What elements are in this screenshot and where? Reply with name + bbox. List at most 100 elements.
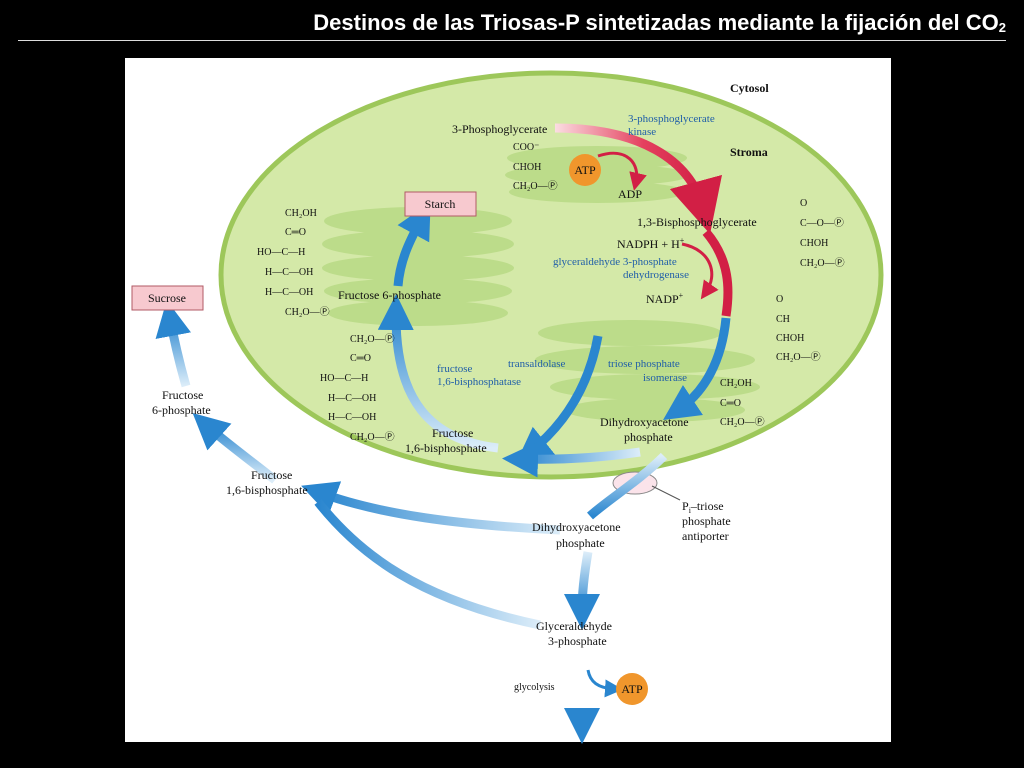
sucrose-label: Sucrose [148, 291, 186, 305]
g3p-cyto-line1: Glyceraldehyde [536, 619, 612, 633]
g3p-s2: CHOH [776, 333, 804, 344]
pga-label: 3-Phosphoglycerate [452, 122, 547, 136]
adp-label: ADP [618, 187, 642, 201]
tpi-line2: isomerase [643, 372, 687, 384]
f6p-s1: C═O [285, 227, 306, 238]
structure-dhap: CH₂OH C═O CH₂O—Ⓟ [720, 378, 765, 428]
f6p-cyto-line2: 6-phosphate [152, 403, 211, 417]
dhap-s2: CH₂O—Ⓟ [720, 416, 765, 428]
antiporter-triose: –triose [690, 499, 724, 513]
f6p-s3: H—C—OH [265, 267, 313, 278]
pga-s0: COO⁻ [513, 142, 539, 153]
g3p-s3: CH₂O—Ⓟ [776, 351, 821, 363]
nadph-superscript: + [680, 236, 685, 245]
fbpase-line1: fructose [437, 363, 473, 375]
arrow-f6p-to-starch [393, 202, 431, 287]
fbp-cyto-line1: Fructose [251, 468, 292, 482]
structure-f6p: CH₂OH C═O HO—C—H H—C—OH H—C—OH CH₂O—Ⓟ [257, 208, 330, 318]
arrow-triose-to-fbp [515, 335, 603, 464]
g3p-cyto-line2: 3-phosphate [548, 634, 607, 648]
antiporter-p: P [682, 499, 689, 513]
fbp-s1: C═O [350, 353, 371, 364]
arrow-g3p-to-dhap [663, 317, 731, 420]
pga-s2: CH₂O—Ⓟ [513, 180, 558, 192]
gapdh-line1: glyceraldehyde 3-phosphate [553, 256, 677, 268]
sucrose-box [131, 285, 204, 311]
arrow-atp-glycolysis [586, 669, 623, 698]
atp-glycolysis-label: ATP [621, 682, 643, 696]
atp-label: ATP [574, 163, 596, 177]
fbp-s0: CH₂O—Ⓟ [350, 333, 395, 345]
glycolysis-label: glycolysis [514, 682, 555, 693]
arrow-g3p-to-fbp-cyto [314, 499, 541, 630]
dhap-cyto-line1: Dihydroxyacetone [532, 520, 621, 534]
dhap-stroma-line2: phosphate [624, 430, 673, 444]
fbp-stroma-line2: 1,6-bisphosphate [405, 441, 487, 455]
nadph-label: NADPH + H+ [617, 236, 685, 251]
arrow-f6p-to-sucrose [155, 300, 191, 388]
arrow-nadph-to-nadp [681, 242, 719, 300]
structure-pga: COO⁻ CHOH CH₂O—Ⓟ [513, 142, 558, 192]
fbp-stroma-line1: Fructose [432, 426, 473, 440]
arrow-fbp-to-f6p-cyto [192, 412, 278, 484]
atp-circle [569, 154, 601, 186]
fbp-s5: CH₂O—Ⓟ [350, 431, 395, 443]
gapdh-line2: dehydrogenase [623, 269, 689, 281]
dhap-s1: C═O [720, 398, 741, 409]
dhap-s0: CH₂OH [720, 378, 752, 389]
structure-g3p: O CH CHOH CH₂O—Ⓟ [776, 294, 821, 363]
starch-box [404, 191, 477, 217]
arrow-pga-to-bpg [554, 123, 722, 235]
tpi-line1: triose phosphate [608, 358, 680, 370]
f6p-cyto-line1: Fructose [162, 388, 203, 402]
bpg-label: 1,3-Bisphosphoglycerate [637, 215, 757, 229]
fbp-s4: H—C—OH [328, 412, 376, 423]
arrow-atp-to-adp [597, 151, 647, 191]
slide-title-text: Destinos de las Triosas-P sintetizadas m… [313, 10, 999, 35]
bpg-s3: CH₂O—Ⓟ [800, 257, 845, 269]
cytosol-label: Cytosol [730, 81, 769, 95]
nadp-label: NADP+ [646, 291, 684, 306]
chloroplast-stroma [218, 70, 884, 480]
antiporter-line2: phosphate [682, 514, 731, 528]
arrow-bpg-to-g3p [702, 229, 733, 317]
structure-fbp: CH₂O—Ⓟ C═O HO—C—H H—C—OH H—C—OH CH₂O—Ⓟ [320, 333, 395, 443]
pgk-line1: 3-phosphoglycerate [628, 113, 715, 125]
fbpase-line2: 1,6-bisphosphatase [437, 376, 521, 388]
f6p-s2: HO—C—H [257, 247, 305, 258]
g3p-s0: O [776, 294, 783, 305]
slide-title-subscript: 2 [998, 20, 1006, 35]
nadp-superscript: + [679, 291, 684, 300]
arrow-dhap-to-g3p-cyto [564, 551, 601, 630]
fbp-cyto-line2: 1,6-bisphosphate [226, 483, 308, 497]
dhap-cyto-line2: phosphate [556, 536, 605, 550]
slide-title: Destinos de las Triosas-P sintetizadas m… [313, 10, 1006, 36]
nadph-text: NADPH + H [617, 237, 680, 251]
f6p-stroma-label: Fructose 6-phosphate [338, 288, 441, 302]
bpg-s2: CHOH [800, 238, 828, 249]
arrow-triose-to-fbp-cyto [301, 481, 561, 535]
f6p-s5: CH₂O—Ⓟ [285, 306, 330, 318]
atp-glycolysis-circle [616, 673, 648, 705]
arrow-dhap-export [587, 452, 668, 520]
f6p-s4: H—C—OH [265, 287, 313, 298]
title-divider [18, 40, 1006, 41]
antiporter-leader [651, 485, 681, 501]
f6p-s0: CH₂OH [285, 208, 317, 219]
bpg-s1: C—O—Ⓟ [800, 217, 844, 229]
arrow-fbp-to-f6p [377, 294, 499, 453]
transaldolase-label: transaldolase [508, 358, 566, 370]
arrow-dhap-to-fbp [502, 441, 641, 478]
pga-s1: CHOH [513, 162, 541, 173]
structure-bpg: O C—O—Ⓟ CHOH CH₂O—Ⓟ [800, 198, 845, 269]
fbp-s2: HO—C—H [320, 373, 368, 384]
fbp-s3: H—C—OH [328, 393, 376, 404]
bpg-s0: O [800, 198, 807, 209]
nadp-text: NADP [646, 292, 679, 306]
antiporter-i: i [689, 506, 692, 515]
pgk-line2: kinase [628, 126, 656, 138]
dhap-stroma-line1: Dihydroxyacetone [600, 415, 689, 429]
stroma-label: Stroma [730, 145, 768, 159]
starch-label: Starch [425, 197, 456, 211]
